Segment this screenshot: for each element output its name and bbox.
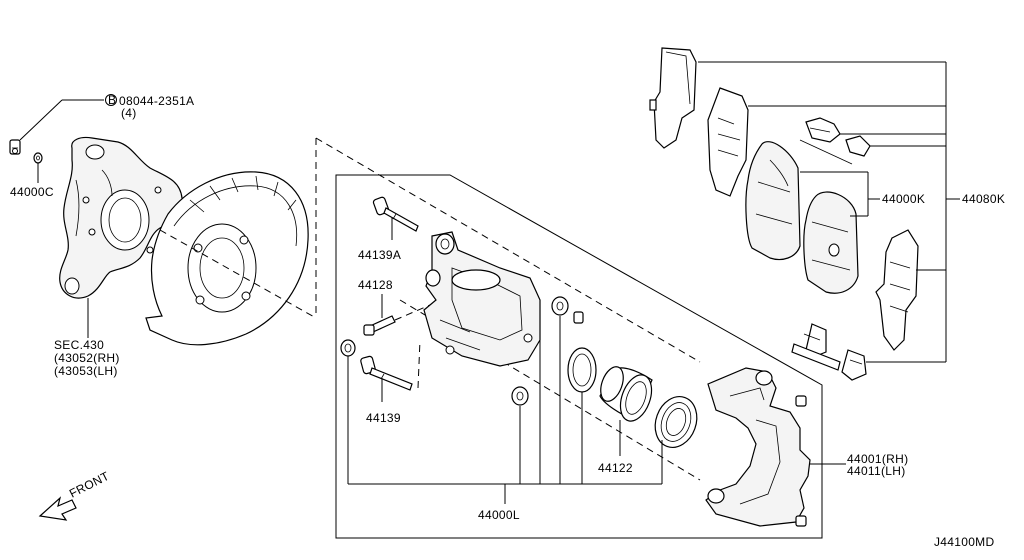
front-label: FRONT xyxy=(67,469,112,501)
inner-shim-lower-part xyxy=(875,229,919,351)
pad-clip-lower-part xyxy=(791,323,867,381)
washer-part xyxy=(33,152,43,164)
pad-kit-bracket-lines xyxy=(698,61,960,363)
caliper-kit-part-number: 44000L xyxy=(478,508,520,522)
pin-b-part-number: 44139 xyxy=(366,411,401,425)
bracket-rh-part-number: 44001(RH) xyxy=(847,452,908,466)
knuckle-rh: (43052(RH) xyxy=(54,351,120,365)
inner-pad-part xyxy=(803,191,859,294)
guide-pin-b-part xyxy=(360,355,413,391)
exploded-dashed-frame xyxy=(315,137,701,481)
knuckle-section: SEC.430 xyxy=(54,338,104,352)
sleeve-boot-part xyxy=(511,386,529,406)
bolt-part-number: 08044-2351A xyxy=(119,94,194,108)
bolt-leader-line xyxy=(19,99,63,141)
outer-shim-part xyxy=(649,47,697,149)
caliper-kit-bracket-lines xyxy=(347,316,663,504)
bleeder-part-number: 44128 xyxy=(358,278,393,292)
piston-part xyxy=(599,366,653,422)
pad-clip-upper-part xyxy=(799,117,871,165)
bolt-part xyxy=(9,139,21,155)
pin-a-part-number: 44139A xyxy=(358,248,401,262)
inner-shim-part xyxy=(707,87,749,197)
outer-pad-part xyxy=(745,141,801,261)
steering-knuckle-part xyxy=(59,136,183,299)
caliper-group-frame xyxy=(335,174,823,539)
diagram-id: J44100MD xyxy=(934,535,994,549)
caliper-bracket-part xyxy=(705,367,811,527)
pin-boot-part xyxy=(340,339,356,357)
bleeder-screw-part xyxy=(363,315,396,336)
shield-dashed-axis xyxy=(159,229,317,319)
piston-seal-part xyxy=(567,347,597,393)
pin-b-dashed-axis xyxy=(417,339,421,389)
dust-shield-part xyxy=(145,171,309,346)
bolt-circle-marker xyxy=(105,94,117,106)
bleeder-dashed-axis xyxy=(394,304,431,321)
piston-boot-part xyxy=(654,396,698,448)
guide-pin-a-part xyxy=(372,196,419,232)
front-arrow-icon xyxy=(38,496,77,521)
knuckle-lh: (43053(LH) xyxy=(54,364,118,378)
bushing-part xyxy=(551,296,584,324)
bolt-quantity: (4) xyxy=(121,106,137,120)
pad-hardware-part-number: 44080K xyxy=(962,192,1005,206)
piston-part-number: 44122 xyxy=(598,461,633,475)
bolt-marker-letter: B xyxy=(108,93,116,107)
bracket-lh-part-number: 44011(LH) xyxy=(847,464,906,478)
pad-kit-part-number: 44000K xyxy=(882,192,925,206)
washer-part-number: 44000C xyxy=(10,185,54,199)
caliper-body-part xyxy=(423,231,541,367)
